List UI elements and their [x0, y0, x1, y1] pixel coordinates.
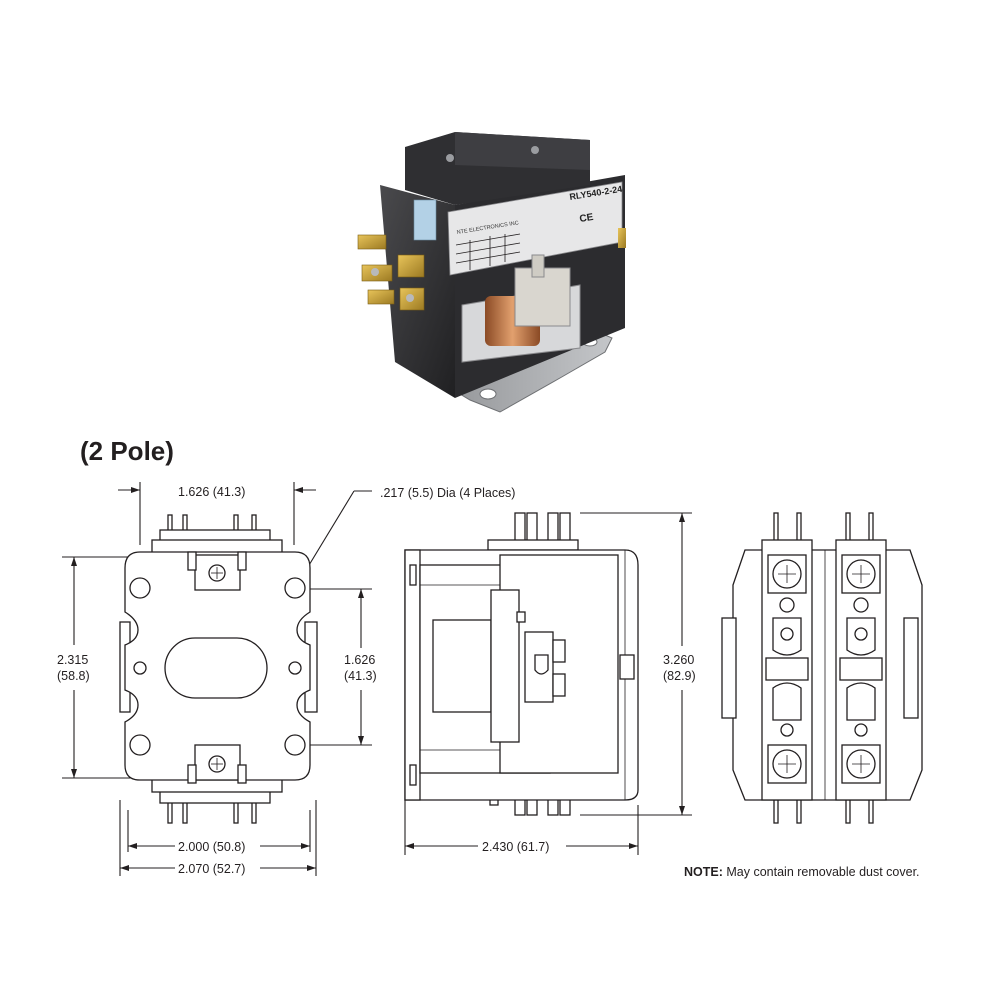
dimension-annotations: 1.626 (41.3) .217 (5.5) Dia (4 Places) 2… [57, 482, 696, 876]
photo-marks-text: CE [579, 212, 595, 225]
dim-left-height-mm: (58.8) [57, 669, 90, 683]
dim-side-height-mm: (82.9) [663, 669, 696, 683]
front-view [119, 514, 318, 824]
dim-side-height-in: 3.260 [663, 653, 694, 667]
dim-top-width: 1.626 (41.3) [178, 485, 245, 499]
dim-base-width-1: 2.000 (50.8) [178, 840, 245, 854]
side-view [404, 512, 639, 816]
contactor-photo: RLY540-2-24 NTE ELECTRONICS INC CE [357, 132, 626, 413]
page-title: (2 Pole) [80, 436, 174, 466]
note-label: NOTE: [684, 865, 723, 879]
note-text: May contain removable dust cover. [726, 865, 920, 879]
dim-inner-height-mm: (41.3) [344, 669, 377, 683]
dim-side-width: 2.430 (61.7) [482, 840, 549, 854]
dim-inner-height-in: 1.626 [344, 653, 375, 667]
dim-base-width-2: 2.070 (52.7) [178, 862, 245, 876]
end-view [721, 512, 923, 824]
dim-left-height-in: 2.315 [57, 653, 88, 667]
terminal-screws [767, 554, 881, 784]
note: NOTE: May contain removable dust cover. [684, 865, 920, 879]
photo-terminals [357, 234, 425, 311]
dim-hole: .217 (5.5) Dia (4 Places) [380, 486, 515, 500]
